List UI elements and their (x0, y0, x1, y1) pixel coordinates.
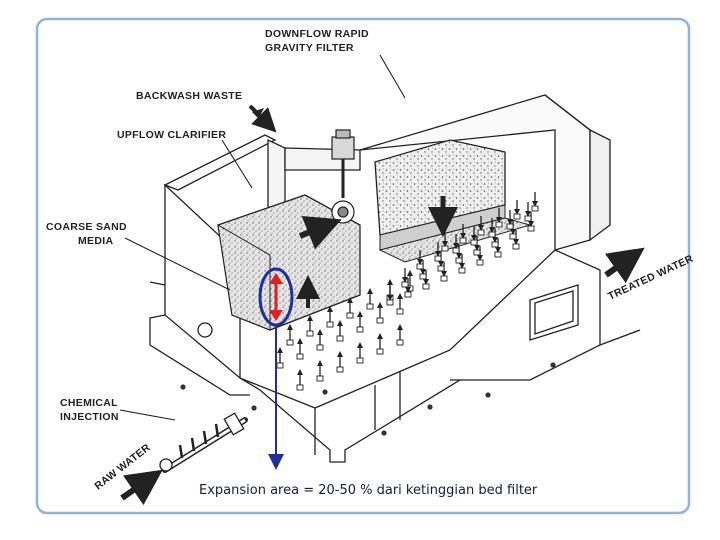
nozzle-icon (336, 351, 344, 373)
nozzle-icon (336, 320, 344, 342)
label-treated: TREATED WATER (606, 253, 695, 303)
tank-structure (149, 94, 641, 463)
expansion-caption: Expansion area = 20-50 % dari ketinggian… (199, 483, 538, 498)
nozzle-icon (495, 208, 503, 228)
nozzle-icon (356, 311, 364, 333)
nozzle-icon (506, 210, 514, 230)
coarse-sand-front (217, 224, 271, 331)
label-coarse-line2: MEDIA (78, 235, 113, 247)
label-chemical-line2: INJECTION (60, 411, 119, 423)
nozzle-icon (396, 324, 404, 346)
nozzle-icon (386, 286, 394, 306)
leader-lines (119, 54, 406, 421)
nozzle-icon (306, 315, 314, 337)
label-downflow-line2: GRAVITY FILTER (265, 42, 354, 54)
nozzle-icon (416, 250, 424, 270)
label-chemical-line1: CHEMICAL (60, 397, 118, 409)
nozzle-icon (513, 200, 521, 220)
nozzle-icon (296, 338, 304, 360)
arrow-icon (604, 247, 645, 284)
nozzle-icon (401, 268, 409, 288)
nozzle-icon (531, 192, 539, 212)
nozzle-icon (316, 360, 324, 382)
nozzle-icon (524, 202, 532, 222)
nozzle-icon (376, 333, 384, 355)
nozzle-icon (356, 342, 364, 364)
filter-bed-top (374, 139, 506, 236)
nozzle-array (276, 192, 539, 391)
motor-icon (331, 129, 355, 224)
caption-box (195, 477, 575, 501)
nozzle-icon (459, 224, 467, 244)
nozzle-icon (376, 302, 384, 324)
flow-arrows (120, 104, 645, 506)
diagram-frame (35, 17, 691, 515)
label-downflow-line1: DOWNFLOW RAPID (265, 28, 369, 40)
nozzle-icon (488, 218, 496, 238)
nozzle-icon (366, 288, 374, 310)
nozzle-icon (316, 329, 324, 351)
nozzle-icon (396, 293, 404, 315)
nozzle-icon (434, 242, 442, 262)
nozzle-icon (470, 226, 478, 246)
nozzle-icon (527, 212, 535, 232)
nozzle-icon (346, 297, 354, 319)
drain-port (197, 322, 213, 338)
label-backwash: BACKWASH WASTE (136, 90, 242, 102)
bolt-dots (180, 362, 556, 436)
inlet-pipe (159, 412, 248, 473)
arrow-icon (120, 469, 163, 506)
nozzle-icon (477, 216, 485, 236)
expansion-double-arrow (269, 273, 283, 321)
nozzle-icon (326, 306, 334, 328)
label-coarse-line1: COARSE SAND (46, 221, 127, 233)
arrow-icon (298, 215, 342, 250)
nozzle-icon (296, 369, 304, 391)
nozzle-icon (276, 347, 284, 369)
nozzle-icon (286, 324, 294, 346)
label-upflow: UPFLOW CLARIFIER (117, 129, 226, 141)
expansion-highlight-ellipse (258, 267, 294, 327)
